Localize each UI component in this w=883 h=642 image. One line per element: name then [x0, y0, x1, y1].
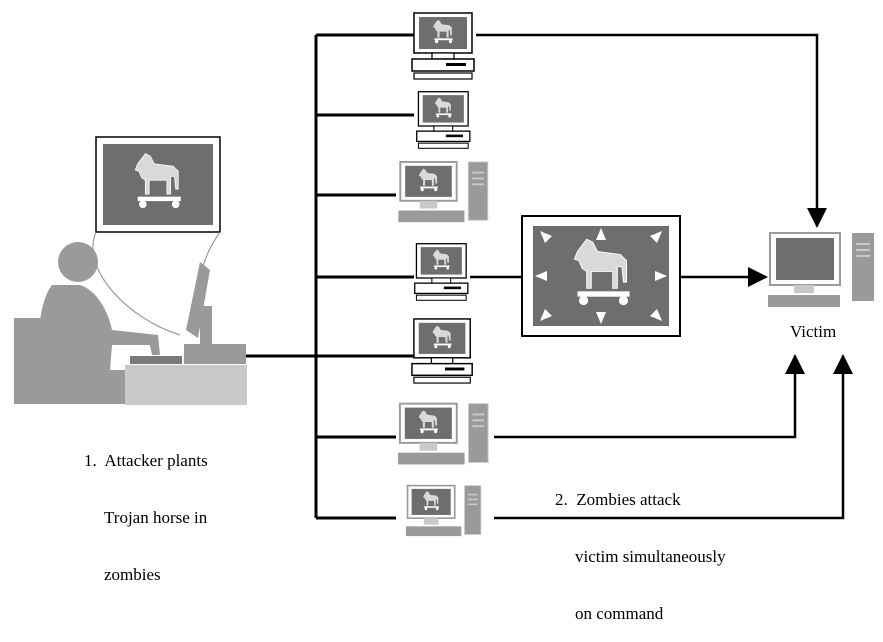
step1-caption: 1. Attacker plants Trojan horse in zombi… — [84, 413, 208, 603]
step2-caption: 2. Zombies attack victim simultaneously … — [555, 452, 726, 642]
step1-number: 1. — [84, 451, 97, 470]
step2-line: on command — [575, 604, 664, 623]
zombie-computer — [412, 13, 474, 79]
zombie-computer — [406, 486, 481, 536]
trojan-horse-panel — [521, 215, 681, 337]
step2-line: victim simultaneously — [575, 547, 726, 566]
zombie-computer — [417, 92, 470, 149]
burst-arrows — [535, 228, 667, 324]
zombie-computer — [398, 404, 488, 465]
trojan-attack-diagram — [14, 0, 874, 541]
step1-line: zombies — [104, 565, 161, 584]
zombie-computer — [398, 162, 487, 222]
victim-label: Victim — [790, 322, 837, 341]
network-lines — [246, 33, 414, 520]
victim-computer — [768, 232, 874, 307]
step2-number: 2. — [555, 490, 568, 509]
step2-line: Zombies attack — [576, 490, 681, 509]
zombie-computer — [412, 319, 472, 383]
attack-lines — [470, 33, 853, 520]
step1-line: Trojan horse in — [104, 508, 208, 527]
zombie-computer — [415, 244, 468, 301]
attacker — [14, 136, 247, 405]
step1-line: Attacker plants — [104, 451, 208, 470]
